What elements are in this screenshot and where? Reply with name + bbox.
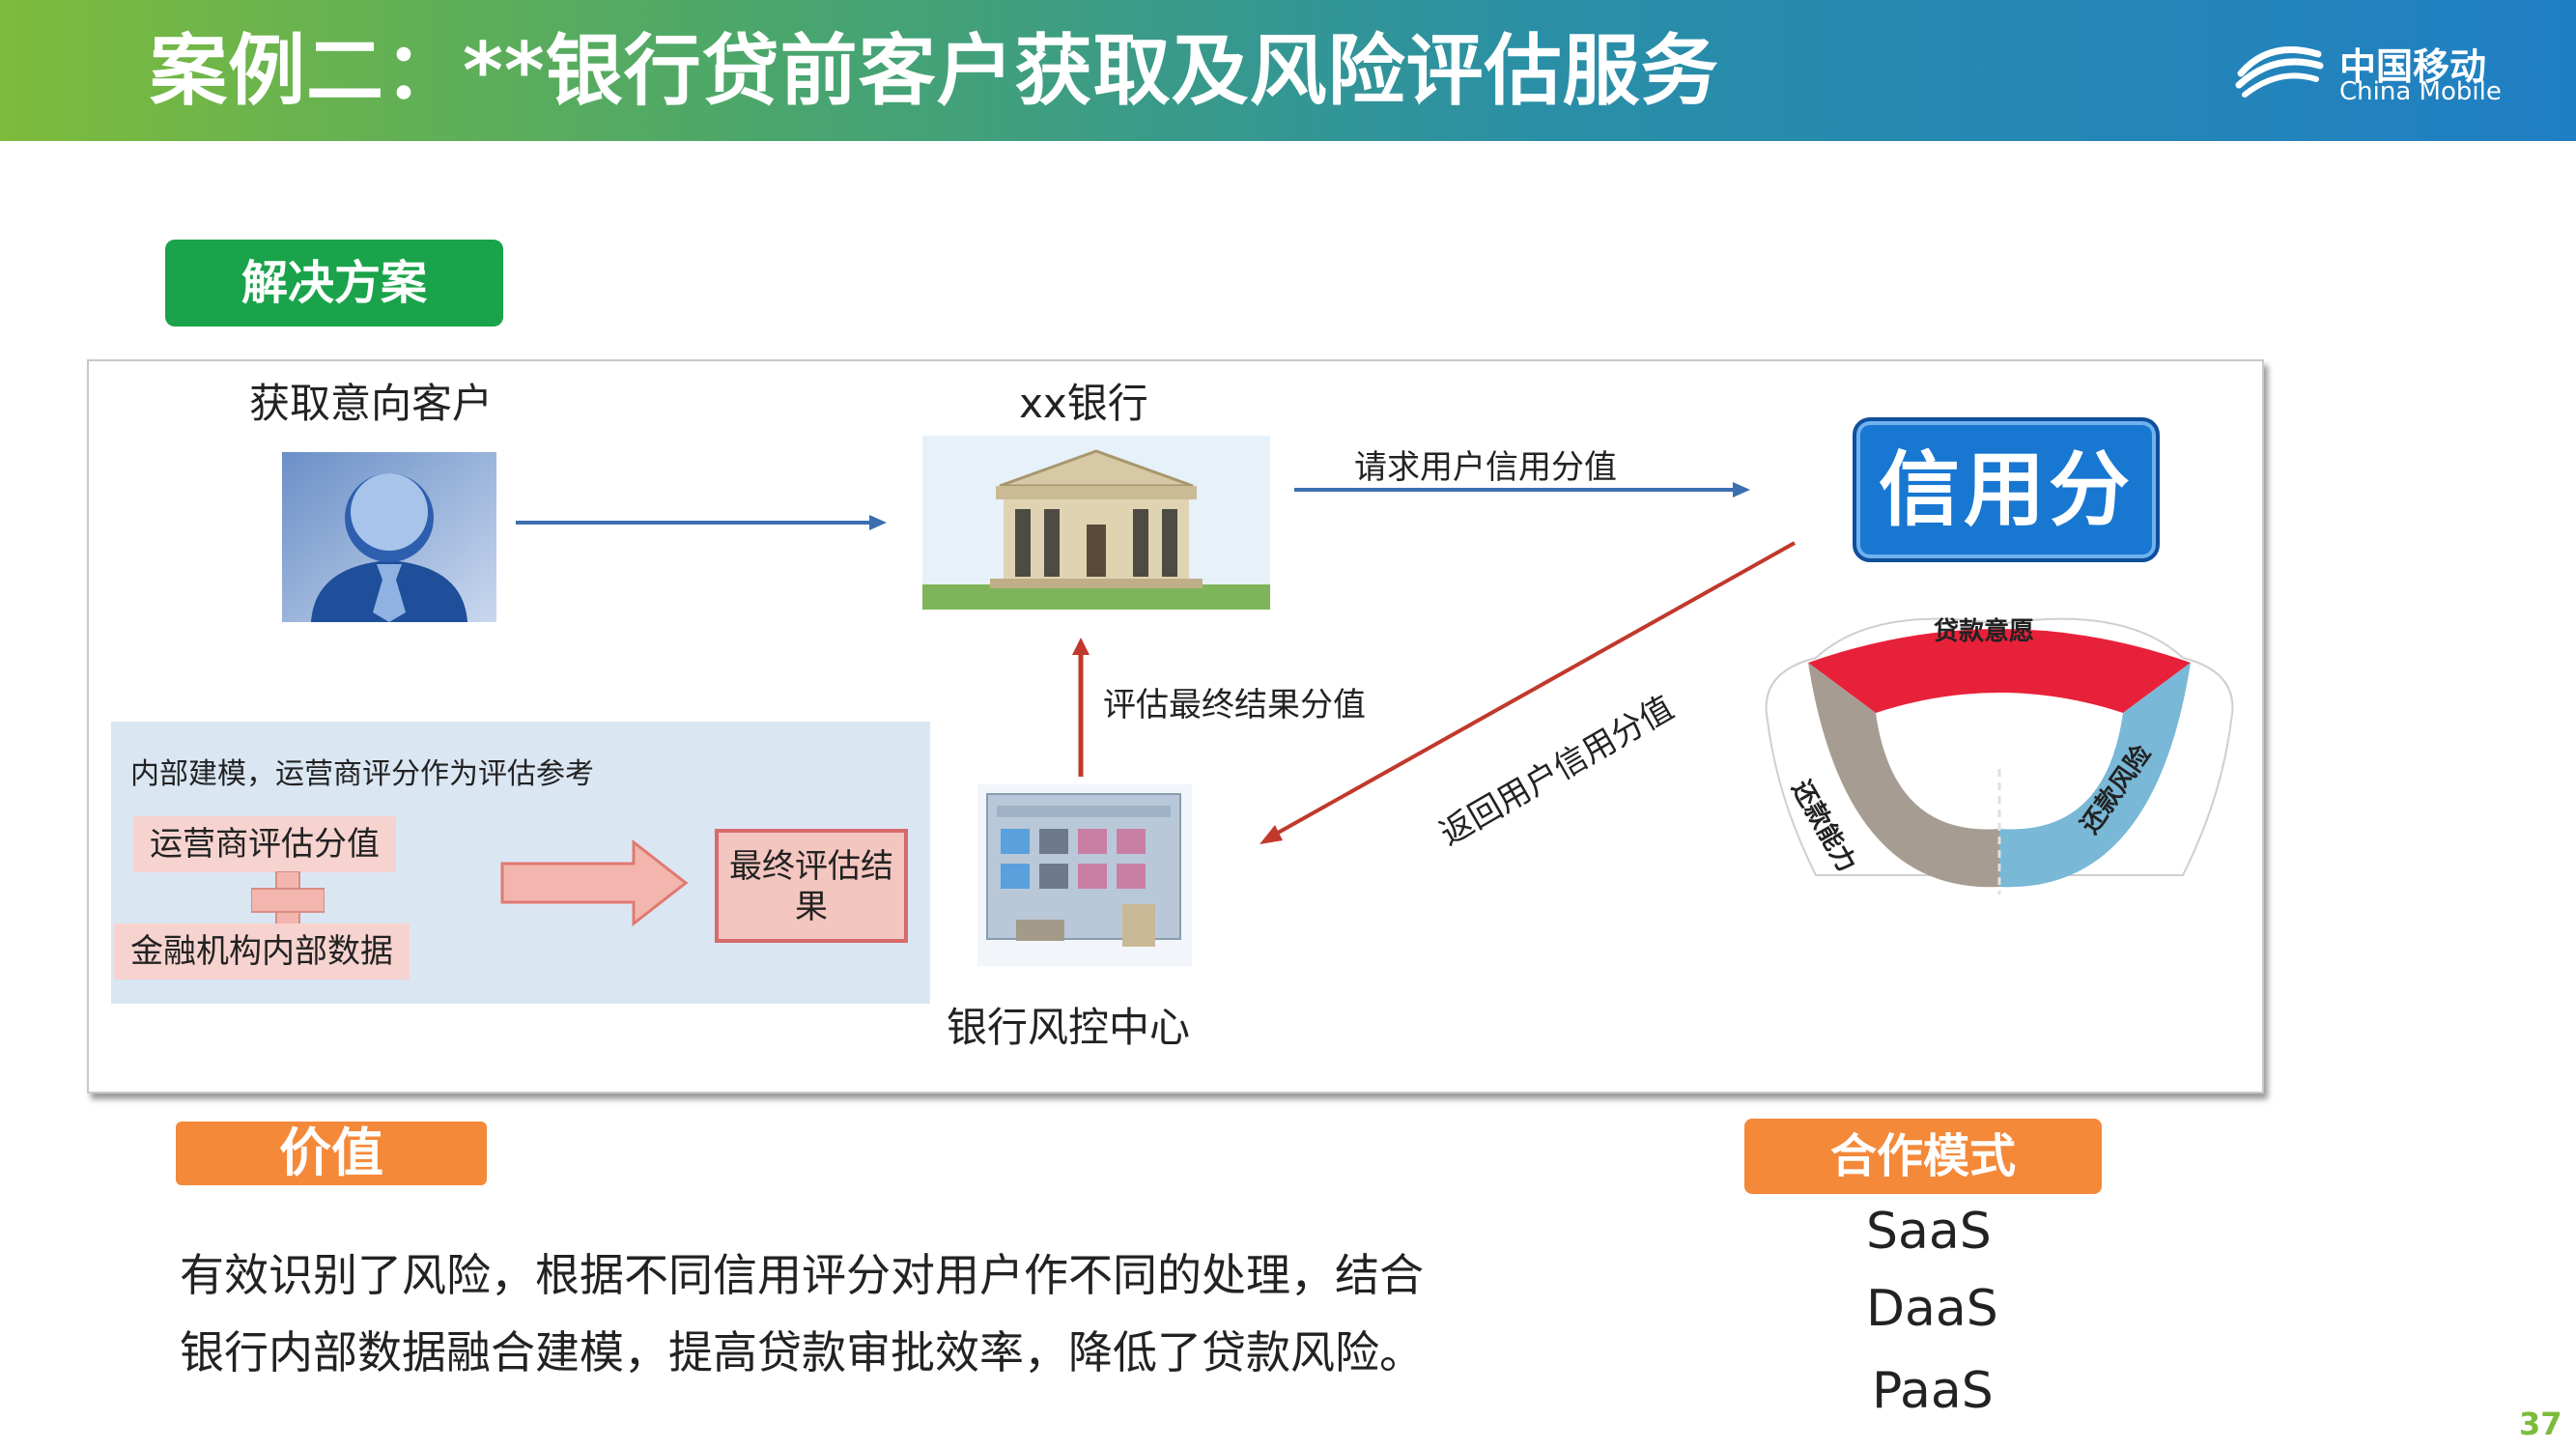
page-number: 37 [2519, 1406, 2562, 1442]
value-tag: 价值 [176, 1122, 487, 1185]
customer-label: 获取意向客户 [249, 380, 494, 427]
cooperation-tag: 合作模式 [1744, 1119, 2102, 1194]
credit-score-box: 信用分 [1853, 417, 2160, 562]
mode-paas: PaaS [1872, 1362, 1994, 1420]
page-title: 案例二：**银行贷前客户获取及风险评估服务 [150, 26, 1719, 116]
bank-building-icon [922, 436, 1270, 610]
plus-icon [251, 871, 325, 929]
final-result-text: 最终评估结果 [729, 847, 893, 926]
value-line-2: 银行内部数据融合建模，提高贷款审批效率，降低了贷款风险。 [180, 1326, 1424, 1378]
arrow-request-credit [1294, 482, 1750, 497]
final-result-box: 最终评估结果 [715, 829, 908, 943]
arrow-risk-to-bank [1072, 638, 1090, 777]
logo-text-cn: 中国移动 [2339, 45, 2487, 88]
operator-score-box: 运营商评估分值 [133, 816, 396, 872]
risk-center-label: 银行风控中心 [947, 1004, 1191, 1051]
ring-segment-repay-risk [1999, 663, 2191, 888]
arrow-return-credit [1260, 541, 1796, 844]
value-line-1: 有效识别了风险，根据不同信用评分对用户作不同的处理，结合 [180, 1249, 1424, 1301]
arrow-to-final-result [500, 838, 689, 927]
segment-label-loan-intent: 贷款意愿 [1934, 617, 2035, 646]
solution-tag: 解决方案 [165, 240, 503, 327]
ring-segment-loan-intent [1808, 629, 2191, 713]
value-description: 有效识别了风险，根据不同信用评分对用户作不同的处理，结合 银行内部数据融合建模，… [180, 1236, 1424, 1391]
risk-center-building-icon [977, 784, 1192, 966]
final-score-label: 评估最终结果分值 [1103, 686, 1366, 724]
bank-label: xx银行 [1019, 380, 1148, 427]
header-bar [0, 0, 2576, 141]
mode-saas: SaaS [1866, 1203, 1992, 1261]
customer-avatar-icon [282, 452, 496, 622]
logo-text-en: China Mobile [2339, 77, 2502, 106]
request-credit-label: 请求用户信用分值 [1354, 448, 1617, 487]
arrow-customer-to-bank [516, 515, 887, 530]
china-mobile-logo-icon [2235, 46, 2324, 98]
bank-internal-data-box: 金融机构内部数据 [114, 923, 410, 980]
credit-ring-chart [1765, 617, 2234, 895]
mode-daas: DaaS [1866, 1280, 1998, 1338]
internal-modeling-title: 内部建模，运营商评分作为评估参考 [130, 757, 594, 791]
china-mobile-logo: 中国移动 China Mobile [2231, 27, 2521, 114]
ring-segment-repay-ability [1808, 663, 1999, 888]
